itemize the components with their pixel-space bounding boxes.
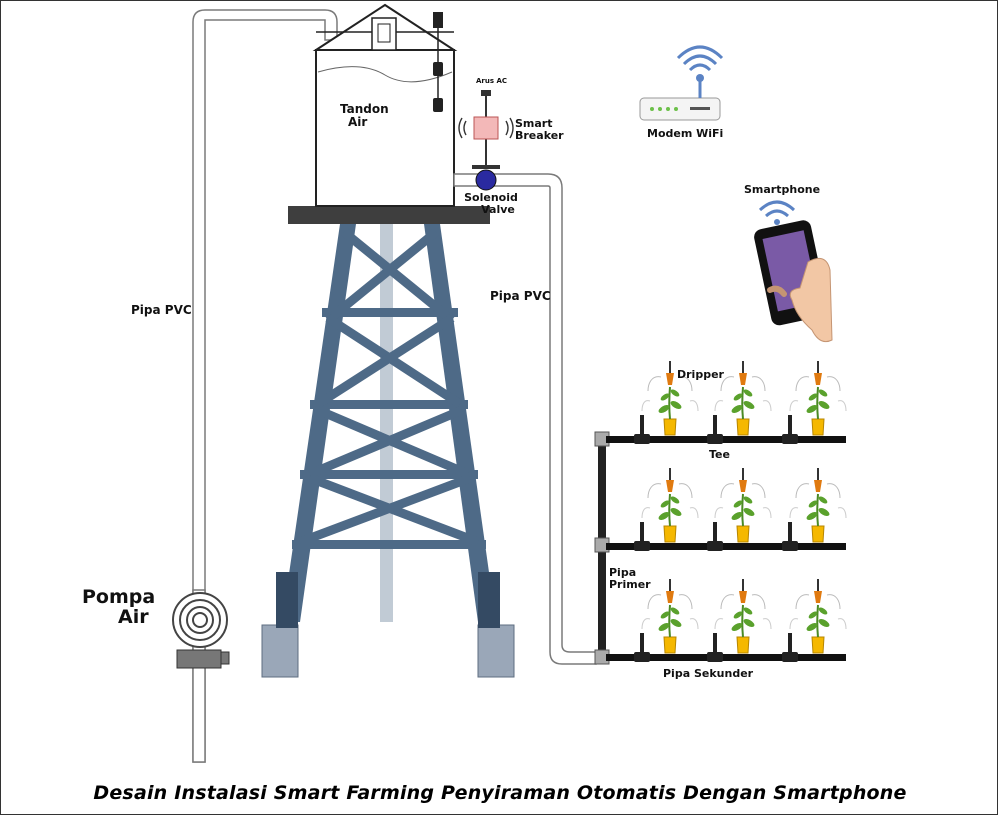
primary-pipe <box>594 431 610 665</box>
modem-wifi-icon <box>639 45 724 121</box>
left-pipe-label: Pipa PVC <box>131 303 192 317</box>
figure-caption: Desain Instalasi Smart Farming Penyirama… <box>93 782 907 804</box>
smart-breaker <box>458 116 514 140</box>
breaker-label: Smart Breaker <box>515 117 564 142</box>
phone-label: Smartphone <box>744 183 821 196</box>
secondary-pipe-label: Pipa Sekunder <box>663 667 754 680</box>
water-tower <box>261 206 515 678</box>
primary-pipe-label: Pipa Primer <box>609 566 651 591</box>
tee-label: Tee <box>709 448 730 461</box>
pump-label: Pompa Air <box>82 586 156 628</box>
valve-label: Solenoid Valve <box>464 191 518 216</box>
ac-label: Arus AC <box>476 77 508 85</box>
modem-label: Modem WiFi <box>647 127 724 140</box>
tank-label: Tandon Air <box>340 102 389 129</box>
dripper-label: Dripper <box>677 368 724 381</box>
plant-grid <box>634 360 847 662</box>
smartphone-icon <box>754 200 833 343</box>
water-pump-icon <box>172 589 230 763</box>
right-pipe-label: Pipa PVC <box>490 289 551 303</box>
secondary-pipes <box>606 436 846 661</box>
water-tank <box>312 3 458 207</box>
